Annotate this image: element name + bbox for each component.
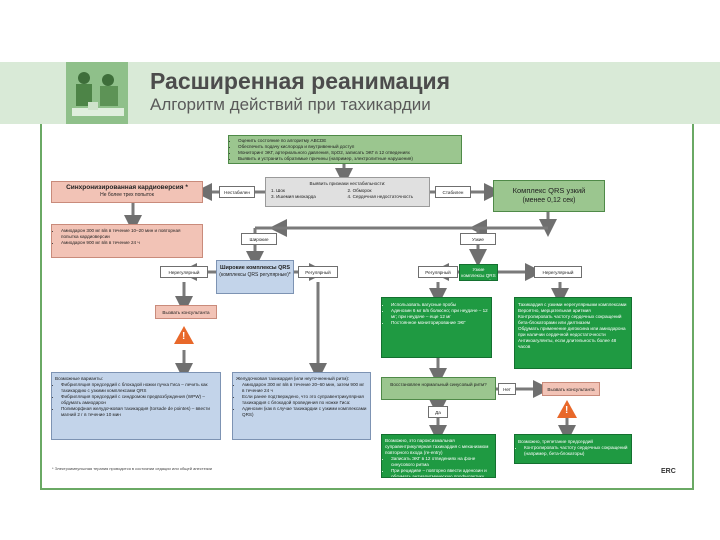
- page-subtitle: Алгоритм действий при тахикардии: [150, 95, 431, 114]
- wide-qrs-title: Широкие комплексы QRS: [219, 265, 291, 271]
- wide-qrs-box: Широкие комплексы QRS (комплексы QRS рег…: [216, 260, 294, 294]
- irregular-wide-label: Нерегулярный: [160, 266, 208, 278]
- reentry-item: При рецидиве – повторно ввести аденозин …: [391, 468, 492, 477]
- sinus-restored-box: Восстановлен нормальный синусовый ритм?: [381, 377, 496, 400]
- reentry-box: Возможно, это пароксизмальная суправентр…: [381, 434, 496, 478]
- amiodarone-box: Амиодарон 300 мг в/в в течение 10–20 мин…: [51, 224, 203, 258]
- assess-item: Оценить состояние по алгоритму ABCDE: [238, 138, 458, 144]
- no-label: Нет: [498, 383, 516, 395]
- wide-qrs-subtitle: (комплексы QRS регулярные)*: [219, 272, 291, 278]
- regular-narrow-label: Регулярный: [418, 266, 458, 278]
- sign-item: 1. Шок: [271, 188, 285, 193]
- wide-regular-box: Желудочковая тахикардия (или неуточненны…: [232, 372, 371, 440]
- narrow-label: Узкие: [460, 233, 496, 245]
- stable-label: Стабилен: [435, 186, 471, 198]
- assess-item: Обеспечить подачу кислорода и внутривенн…: [238, 144, 458, 150]
- vagal-item: Использовать вагусные пробы: [391, 302, 488, 308]
- wide-label: Широкие: [241, 233, 277, 245]
- assess-item: Выявить и устранить обратимые причины (н…: [238, 156, 458, 162]
- irregular-narrow-tachy-box: Тахикардия с узкими нерегулярными компле…: [514, 297, 632, 369]
- tachy-line: Тахикардия с узкими нерегулярными компле…: [518, 302, 627, 307]
- wide-regular-heading: Желудочковая тахикардия (или неуточненны…: [236, 376, 350, 381]
- content-frame: [40, 124, 694, 490]
- flutter-box: Возможно, трепетание предсердий Контроли…: [514, 434, 632, 464]
- tachy-line: Контролировать частоту сердечных сокраще…: [518, 314, 622, 325]
- vagal-adenosine-box: Использовать вагусные пробы Аденозин 6 м…: [381, 297, 492, 358]
- cardioversion-note: Не более трех попыток: [100, 192, 154, 198]
- erc-logo: ERC: [661, 468, 676, 475]
- warning-icon: !: [557, 400, 577, 418]
- cardioversion-title: Синхронизированная кардиоверсия *: [66, 184, 188, 191]
- narrow-qrs-regular-box: Узкие комплексы QRS Регулярный ритм: [459, 264, 498, 281]
- wide-irregular-item: Полиморфная желудочковая тахикардия (tor…: [61, 406, 217, 418]
- flutter-item: Возможно, трепетание предсердий: [518, 439, 593, 444]
- yes-label: Да: [428, 406, 448, 418]
- synchronized-cardioversion-box: Синхронизированная кардиоверсия * Не бол…: [51, 181, 203, 203]
- tachy-line: Обдумать применение дигоксина или амиода…: [518, 326, 626, 337]
- wide-irregular-heading: Возможные варианты:: [55, 376, 103, 381]
- call-expert-box-2: Вызвать консультанта: [542, 382, 600, 396]
- regular-wide-label: Регулярный: [298, 266, 338, 278]
- irregular-narrow-label: Нерегулярный: [534, 266, 582, 278]
- wide-irregular-item: Фибрилляция предсердий с блокадой ножки …: [61, 382, 217, 394]
- page-title: Расширенная реанимация: [150, 68, 451, 94]
- reentry-item: Записать ЭКГ в 12 отведениях на фоне син…: [391, 456, 492, 468]
- tachy-line: Антикоагулянты, если длительность более …: [518, 338, 617, 349]
- warning-icon: !: [174, 326, 194, 344]
- qrs-subtitle: (менее 0,12 сек): [522, 197, 576, 204]
- vagal-item: Постоянное мониторирование ЭКГ: [391, 320, 488, 326]
- wide-irregular-item: Фибрилляция предсердий с синдромом предв…: [61, 394, 217, 406]
- header-photo: [66, 62, 128, 124]
- sign-item: 2. Обморок: [347, 188, 372, 193]
- wide-regular-item: Амиодарон 300 мг в/в в течение 20–60 мин…: [242, 382, 367, 394]
- assess-item: Мониторинг ЭКГ, артериального давления, …: [238, 150, 458, 156]
- wide-regular-item: Аденозин (как в случае тахикардии с узки…: [242, 406, 367, 418]
- flutter-item: Контролировать частоту сердечных сокраще…: [524, 445, 628, 457]
- amiodarone-item: Амиодарон 900 мг в/в в течение 24 ч: [61, 240, 199, 246]
- reentry-item: Возможно, это пароксизмальная суправентр…: [385, 438, 489, 455]
- vagal-item: Аденозин 6 мг в/в болюсно; при неудаче –…: [391, 308, 488, 320]
- assessment-box: Оценить состояние по алгоритму ABCDE Обе…: [228, 135, 462, 164]
- signs-heading: Выявить признаки нестабильности:: [309, 181, 386, 186]
- amiodarone-item: Амиодарон 300 мг в/в в течение 10–20 мин…: [61, 228, 199, 240]
- sign-item: 3. Ишемия миокарда: [271, 194, 316, 199]
- tachy-line: Вероятно, мерцательная аритмия: [518, 308, 591, 313]
- wide-irregular-box: Возможные варианты: Фибрилляция предсерд…: [51, 372, 221, 440]
- qrs-title: Комплекс QRS узкий: [512, 186, 586, 195]
- instability-signs-box: Выявить признаки нестабильности: 1. Шок …: [265, 177, 430, 207]
- unstable-label: Нестабилен: [219, 186, 255, 198]
- footnote: * Электроимпульсная терапия проводится в…: [52, 466, 213, 471]
- call-expert-box: Вызвать консультанта: [155, 305, 217, 319]
- sign-item: 4. Сердечная недостаточность: [347, 194, 414, 199]
- wide-regular-item: Если ранее подтверждено, что это суправе…: [242, 394, 367, 406]
- qrs-width-box: Комплекс QRS узкий (менее 0,12 сек): [493, 180, 605, 212]
- rescuers-illustration: [66, 62, 128, 124]
